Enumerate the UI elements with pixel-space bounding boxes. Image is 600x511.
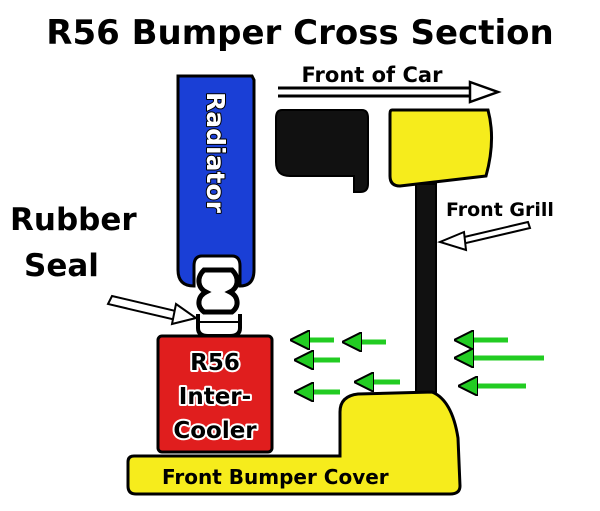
rubber-seal-label-line1: Rubber [10,202,137,238]
radiator-label: Radiator [201,92,230,214]
diagram-title: R56 Bumper Cross Section [46,13,553,53]
front-grill [415,183,437,399]
front-bumper-cover [126,390,462,496]
intercooler-label-line3: Cooler [173,418,257,444]
front-of-car-arrow [278,80,502,104]
intercooler-label-line1: R56 [190,350,240,376]
intercooler: R56 Inter- Cooler [156,334,274,454]
front-grill-pointer-arrow [437,220,532,252]
rubber-seal [196,267,242,338]
rubber-seal-pointer-arrow [106,294,199,326]
radiator: Radiator [176,74,256,288]
airflow-arrows [294,340,544,392]
front-of-car-label: Front of Car [302,63,444,87]
front-bumper-cover-label: Front Bumper Cover [162,465,389,489]
upper-air-duct [275,109,369,193]
rubber-seal-label-line2: Seal [24,248,99,284]
intercooler-label-line2: Inter- [179,384,251,410]
front-grill-label: Front Grill [446,199,554,221]
upper-bumper-block [388,108,494,188]
